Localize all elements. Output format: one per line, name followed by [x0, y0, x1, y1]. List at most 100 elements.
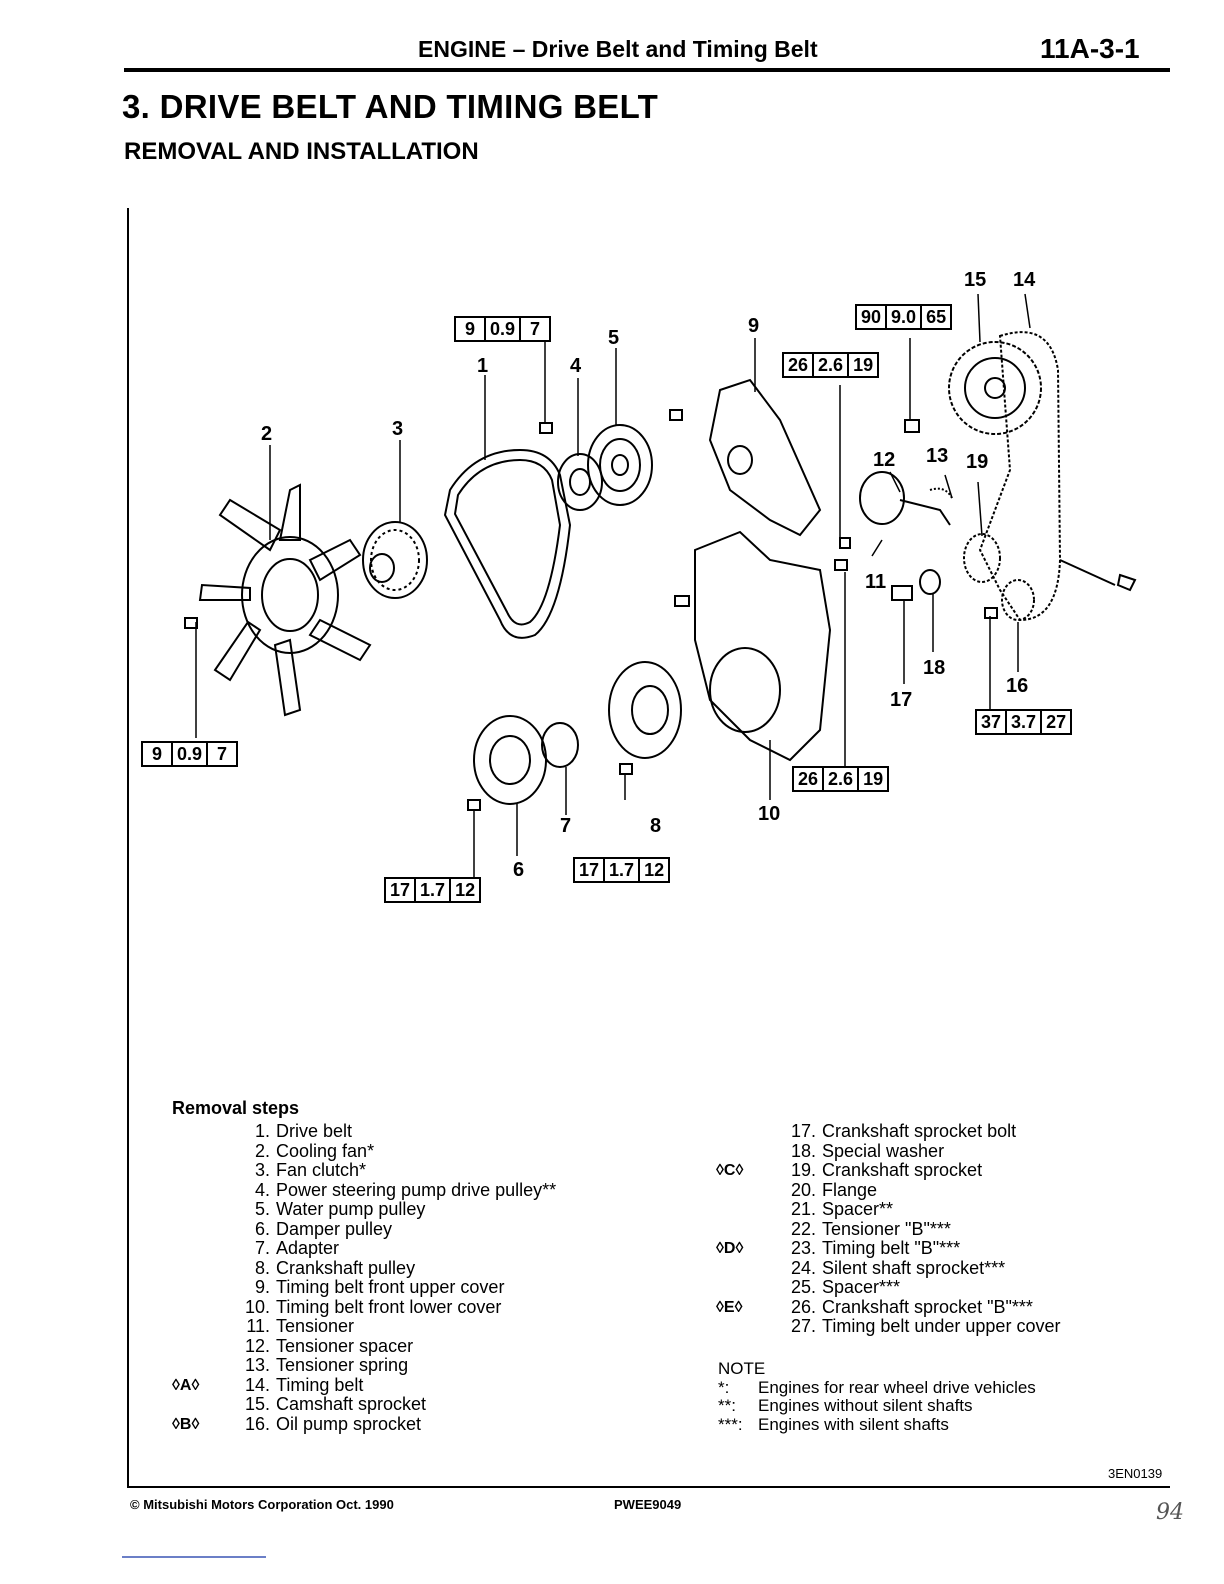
- step-number: 1.: [254, 1121, 270, 1141]
- step-number: 19.: [790, 1160, 816, 1180]
- step-number: 17.: [790, 1121, 816, 1141]
- callout-6: 6: [513, 859, 524, 881]
- step-text: Power steering pump drive pulley**: [276, 1179, 557, 1200]
- callout-18: 18: [923, 657, 945, 679]
- step-number: 6.: [254, 1218, 270, 1239]
- tensioner-drawing: [859, 471, 905, 525]
- note-item: **:Engines without silent shafts: [718, 1396, 973, 1415]
- removal-step-item: 1.Drive belt: [238, 1121, 556, 1142]
- step-number: 23.: [790, 1238, 816, 1258]
- step-text: Damper pulley: [276, 1218, 393, 1239]
- step-text: Timing belt front lower cover: [276, 1296, 502, 1317]
- removal-step-item: 20. Flange: [784, 1179, 1060, 1201]
- page-number: 11A-3-1: [1040, 33, 1140, 64]
- step-number: 11.: [246, 1316, 270, 1336]
- step-text: Water pump pulley: [276, 1199, 426, 1219]
- damper-pulley-drawing: [473, 715, 547, 805]
- crank-pulley-drawing: [608, 661, 682, 759]
- step-text: Camshaft sprocket: [276, 1394, 427, 1414]
- corner-line: [122, 1556, 266, 1558]
- step-text: Flange: [822, 1179, 878, 1200]
- callout-13: 13: [926, 445, 948, 467]
- step-number: 27.: [790, 1316, 816, 1336]
- removal-step-item: 2. Cooling fan*: [238, 1140, 556, 1162]
- step-text: Crankshaft sprocket bolt: [822, 1121, 1017, 1141]
- note-title: NOTE: [718, 1359, 766, 1378]
- step-text: Crankshaft pulley: [276, 1257, 416, 1278]
- running-header-title: ENGINE – Drive Belt and Timing Belt: [418, 36, 818, 62]
- step-text: Adapter: [276, 1238, 340, 1258]
- callout-9: 9: [748, 315, 759, 337]
- callout-17: 17: [890, 689, 912, 711]
- note-item: ***:Engines with silent shafts: [718, 1414, 949, 1434]
- removal-step-item: ◊D◊23.Timing belt "B"***: [716, 1238, 1060, 1259]
- callout-4: 4: [570, 355, 582, 377]
- step-text: Spacer**: [822, 1199, 894, 1219]
- callout-8: 8: [650, 815, 661, 837]
- removal-step-item: 18. Special washer: [784, 1140, 1060, 1162]
- callout-1: 1: [477, 355, 488, 377]
- step-text: Tensioner: [276, 1316, 355, 1336]
- note-block: NOTE *:Engines for rear wheel drive vehi…: [718, 1359, 1036, 1434]
- removal-steps-right-column: 17. Crankshaft sprocket bolt 18. Special wa…: [716, 1121, 1061, 1337]
- upper-cover-drawing: [708, 378, 822, 537]
- removal-step-item: 10.Timing belt front lower cover: [238, 1296, 556, 1318]
- removal-step-item: 25.Spacer***: [784, 1277, 1060, 1298]
- step-number: 22.: [790, 1218, 816, 1239]
- footer-document-code: PWEE9049: [614, 1497, 682, 1512]
- step-number: 7.: [254, 1238, 270, 1258]
- lower-cover-drawing: [694, 530, 832, 762]
- step-number: 14.: [244, 1374, 270, 1395]
- crank-sprocket-drawing: [963, 533, 1001, 583]
- removal-step-item: 11. Tensioner: [238, 1316, 556, 1337]
- frame-bottom-border: [127, 1486, 1170, 1488]
- step-number: 15.: [244, 1394, 270, 1414]
- cooling-fan-drawing: [198, 483, 372, 717]
- step-number: 18.: [790, 1140, 816, 1161]
- removal-step-item: 12. Tensioner spacer: [238, 1335, 556, 1357]
- removal-step-item: 6. Damper pulley: [238, 1218, 556, 1240]
- section-title: 3. DRIVE BELT AND TIMING BELT: [122, 88, 659, 125]
- callout-5: 5: [608, 327, 619, 349]
- step-text: Timing belt under upper cover: [822, 1316, 1061, 1336]
- step-number: 20.: [790, 1179, 816, 1200]
- callout-2: 2: [261, 423, 272, 445]
- step-text: Timing belt: [276, 1374, 364, 1395]
- removal-step-item: 22. Tensioner "B"***: [784, 1218, 1060, 1240]
- callout-19: 19: [966, 451, 988, 473]
- exploded-view-diagram: 1 2 3 4 5 6 7 8 9 10 11 12 13 14 15 16 1…: [184, 269, 1137, 881]
- callout-10: 10: [758, 803, 780, 825]
- step-number: 5.: [254, 1199, 270, 1219]
- step-number: 9.: [254, 1277, 270, 1297]
- removal-step-item: 3.Fan clutch*: [238, 1160, 556, 1181]
- removal-step-item: 15. Camshaft sprocket: [238, 1394, 556, 1415]
- handwritten-page-number: 94: [1156, 1500, 1184, 1525]
- step-number: 2.: [254, 1140, 270, 1161]
- removal-step-item: 13.Tensioner spring: [238, 1355, 556, 1376]
- service-point-mark: ◊D◊: [716, 1240, 744, 1257]
- adapter-drawing: [541, 722, 579, 768]
- callout-3: 3: [392, 418, 403, 440]
- step-text: Tensioner "B"***: [822, 1218, 951, 1239]
- removal-step-item: ◊B◊16.Oil pump sprocket: [172, 1414, 556, 1435]
- note-item: *:Engines for rear wheel drive vehicles: [718, 1377, 1036, 1397]
- step-number: 12.: [244, 1335, 270, 1356]
- step-text: Tensioner spacer: [276, 1335, 414, 1356]
- step-text: Cooling fan*: [276, 1140, 375, 1161]
- step-number: 21.: [790, 1199, 816, 1219]
- service-point-mark: ◊E◊: [716, 1298, 743, 1316]
- removal-step-item: 17. Crankshaft sprocket bolt: [784, 1121, 1060, 1142]
- section-subtitle: REMOVAL AND INSTALLATION: [124, 138, 479, 165]
- removal-step-item: 5. Water pump pulley: [238, 1199, 556, 1220]
- step-text: Special washer: [822, 1140, 945, 1161]
- step-text: Timing belt front upper cover: [276, 1277, 505, 1297]
- step-text: Crankshaft sprocket "B"***: [822, 1296, 1033, 1317]
